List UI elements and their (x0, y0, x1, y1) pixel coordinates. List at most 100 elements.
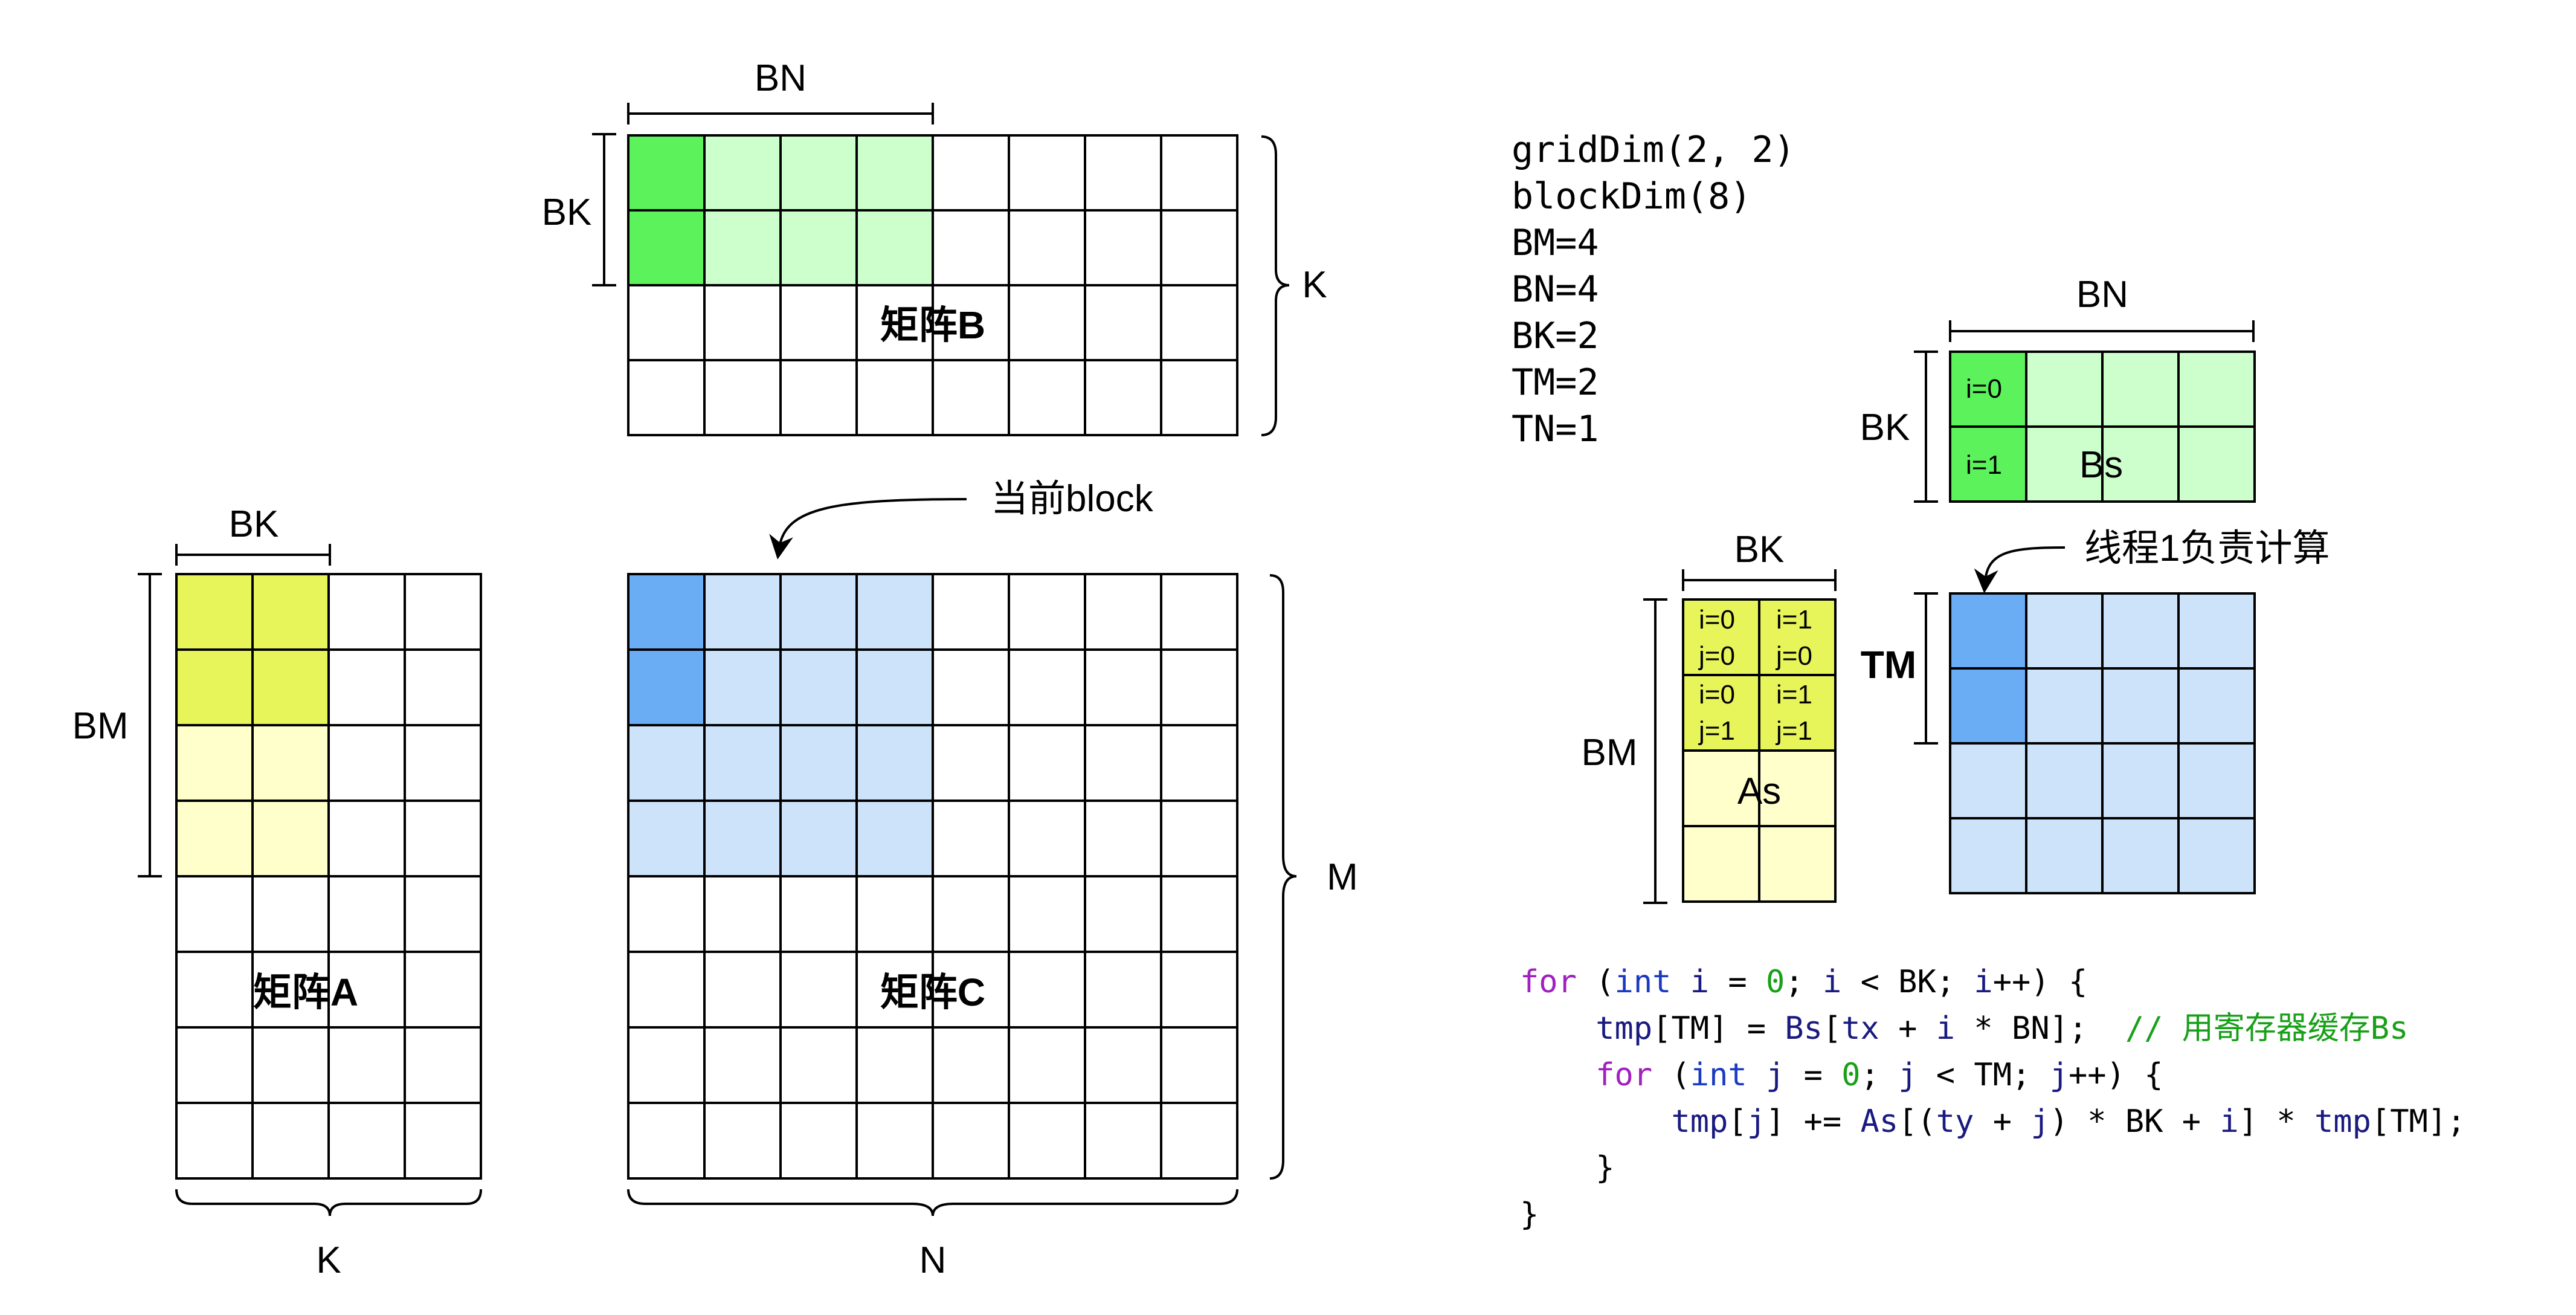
code-token: int (1690, 1057, 1747, 1093)
matrix-a-grid (175, 573, 482, 1180)
bs-grid (1949, 351, 2256, 503)
cs-cell (2025, 667, 2104, 745)
matrix-b-cell (1084, 134, 1162, 212)
as-cell (1682, 749, 1760, 827)
matrix-c-cell (1084, 573, 1162, 651)
thread1-label: 线程1负责计算 (2084, 528, 2330, 569)
code-token: tmp (1671, 1103, 1728, 1140)
code-token (1520, 1103, 1671, 1140)
matrix-b-cell (1160, 284, 1238, 361)
matrix-a-bk-label: BK (229, 503, 279, 545)
cs-tm-label: TM (1861, 643, 1916, 687)
matrix-a-bm-dimension (138, 573, 162, 877)
matrix-c-cell (703, 875, 782, 953)
code-token: Bs (1785, 1010, 1823, 1047)
matrix-c-cell (932, 1026, 1010, 1104)
code-listing: for (int i = 0; i < BK; i++) { tmp[TM] =… (1520, 964, 2465, 1233)
matrix-b-cell (1008, 359, 1086, 436)
code-token: tmp (1596, 1010, 1652, 1047)
bs-bn-label: BN (2076, 274, 2128, 315)
matrix-c-m-label: M (1327, 856, 1358, 898)
matrix-a-k-brace (175, 1189, 482, 1216)
current-block-arrow (769, 498, 967, 560)
code-token: ( (1652, 1057, 1690, 1093)
code-token: ] * (2239, 1103, 2314, 1140)
matrix-c-cell (1084, 1102, 1162, 1180)
matrix-a-cell (404, 951, 482, 1029)
cs-cell (2177, 817, 2256, 894)
matrix-b-cell (1008, 209, 1086, 286)
bs-cell (2101, 425, 2180, 503)
matrix-b-cell (703, 134, 782, 212)
matrix-a-cell (327, 724, 406, 802)
matrix-b-cell (779, 359, 858, 436)
cs-cell (2101, 667, 2180, 745)
matrix-c-cell (627, 724, 706, 802)
matrix-c-cell (932, 1102, 1010, 1180)
matrix-b-cell (932, 284, 1010, 361)
matrix-c-cell (779, 951, 858, 1029)
code-token: j (2030, 1103, 2049, 1140)
matrix-c-cell (627, 951, 706, 1029)
code-token: < TM; (1918, 1057, 2050, 1093)
code-token: [( (1898, 1103, 1936, 1140)
matrix-a-cell (251, 875, 330, 953)
matrix-c-n-label: N (919, 1239, 947, 1281)
code-token: 0 (1841, 1057, 1860, 1093)
matrix-c-cell (1160, 573, 1238, 651)
code-token: tx (1841, 1010, 1879, 1047)
code-token: [ (1823, 1010, 1841, 1047)
param-line: BK=2 (1512, 315, 1599, 357)
matrix-c-cell (1008, 800, 1086, 877)
code-token: // 用寄存器缓存Bs (2125, 1010, 2409, 1047)
matrix-a-cell (175, 1026, 254, 1104)
matrix-c-cell (1008, 724, 1086, 802)
matrix-c-cell (779, 648, 858, 726)
cs-cell (2177, 592, 2256, 670)
code-token: } (1520, 1197, 1539, 1233)
as-cell-label: j=0 (1775, 641, 1812, 671)
bs-cell (2177, 351, 2256, 428)
param-line: TN=1 (1512, 408, 1599, 450)
matrix-c-cell (703, 648, 782, 726)
code-token: } (1520, 1150, 1615, 1186)
matrix-b-title: 矩阵B (880, 303, 985, 347)
matrix-a-cell (251, 1102, 330, 1180)
matrix-a-cell (251, 573, 330, 651)
bs-cell-label: i=0 (1966, 374, 2002, 404)
code-token: + (1879, 1010, 1936, 1047)
matrix-b-cell (932, 209, 1010, 286)
matrix-b-cell (1008, 284, 1086, 361)
as-cell (1758, 825, 1837, 903)
bs-name: Bs (2079, 444, 2123, 486)
param-line: blockDim(8) (1512, 175, 1751, 218)
cs-cell (1949, 817, 2027, 894)
code-token: j (2050, 1057, 2069, 1093)
code-token (1520, 1010, 1596, 1047)
matrix-c-cell (1160, 1102, 1238, 1180)
code-token (1520, 1057, 1596, 1093)
code-token: i (1936, 1010, 1955, 1047)
as-cell-label: i=0 (1699, 605, 1735, 635)
code-token: ] += (1766, 1103, 1861, 1140)
as-cell-label: i=1 (1776, 605, 1812, 635)
matrix-a-cell (404, 1102, 482, 1180)
matrix-b-cell (627, 209, 706, 286)
matrix-c-cell (932, 573, 1010, 651)
matrix-b-cell (1160, 134, 1238, 212)
matrix-c-cell (855, 573, 934, 651)
code-line: } (1520, 1150, 1615, 1186)
matrix-a-cell (327, 573, 406, 651)
cs-cell (2101, 817, 2180, 894)
code-line: for (int j = 0; j < TM; j++) { (1520, 1057, 2163, 1093)
matrix-a-cell (175, 1102, 254, 1180)
matrix-a-cell (175, 648, 254, 726)
code-token: ty (1936, 1103, 1974, 1140)
matrix-c-cell (779, 1026, 858, 1104)
matrix-b-bk-label: BK (542, 192, 592, 233)
bs-bn-dimension (1949, 320, 2255, 342)
matrix-a-cell (251, 800, 330, 877)
code-token: tmp (2314, 1103, 2371, 1140)
bs-bk-dimension (1914, 351, 1938, 503)
matrix-b-cell (1084, 209, 1162, 286)
